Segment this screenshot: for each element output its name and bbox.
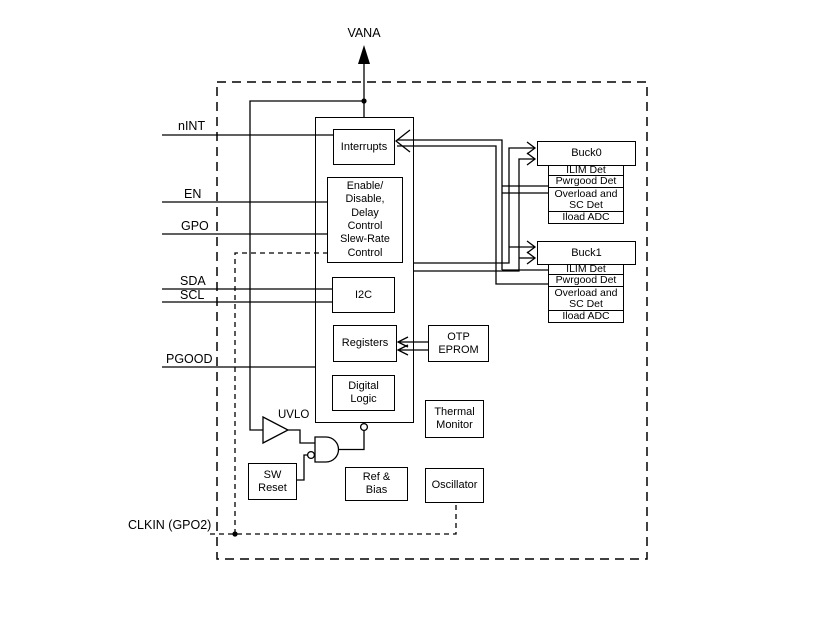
buck1-detectors: ILIM Det Pwrgood Det Overload and SC Det… bbox=[548, 263, 624, 324]
pin-gpo: GPO bbox=[181, 219, 209, 233]
pin-nint: nINT bbox=[178, 119, 206, 133]
buck0-title: Buck0 bbox=[571, 147, 602, 159]
enable-line: Slew-Rate bbox=[340, 233, 390, 246]
buck1-block: Buck1 bbox=[537, 241, 636, 265]
digital-logic-line: Digital bbox=[348, 380, 379, 392]
thermal-line: Monitor bbox=[436, 419, 473, 431]
thermal-monitor-block: Thermal Monitor bbox=[425, 400, 484, 438]
i2c-label: I2C bbox=[354, 288, 373, 301]
otp-line: EPROM bbox=[438, 343, 479, 356]
enable-line: Delay bbox=[351, 206, 379, 219]
registers-block: Registers bbox=[333, 325, 397, 362]
sw-reset-line: Reset bbox=[258, 481, 287, 494]
buck0-pwrgood-det: Pwrgood Det bbox=[548, 175, 624, 189]
gate-output-wire bbox=[338, 430, 365, 451]
digital-logic-block: Digital Logic bbox=[332, 375, 395, 411]
enable-line: Enable/ bbox=[346, 179, 384, 192]
pin-wires bbox=[162, 134, 333, 368]
thermal-line: Thermal bbox=[434, 406, 475, 418]
ref-bias-block: Ref & Bias bbox=[345, 467, 408, 501]
registers-label: Registers bbox=[341, 337, 389, 349]
otp-eprom-block: OTP EPROM bbox=[428, 325, 489, 362]
buck0-block: Buck0 bbox=[537, 141, 636, 166]
sw-reset-line: SW bbox=[263, 468, 282, 481]
oscillator-block: Oscillator bbox=[425, 468, 484, 503]
buck1-iload-adc: Iload ADC bbox=[548, 310, 624, 324]
clkin-junction-dot bbox=[232, 531, 238, 537]
buck0-overload-sc-det: Overload and SC Det bbox=[548, 186, 624, 213]
pin-en: EN bbox=[184, 187, 202, 201]
uvlo-label: UVLO bbox=[278, 409, 310, 421]
pin-sda: SDA bbox=[180, 274, 206, 288]
pin-clkin: CLKIN (GPO2) bbox=[128, 518, 212, 532]
enable-line: Control bbox=[347, 246, 383, 259]
gate-input-bubble bbox=[306, 450, 316, 460]
buck0-iload-adc: Iload ADC bbox=[548, 211, 624, 225]
oscillator-label: Oscillator bbox=[431, 479, 478, 491]
vana-label: VANA bbox=[347, 26, 381, 40]
digital-block-bubble bbox=[359, 422, 369, 432]
enable-line: Disable, bbox=[345, 193, 385, 206]
interrupts-label: Interrupts bbox=[340, 140, 388, 153]
ref-bias-line: Ref & bbox=[362, 471, 391, 483]
sw-reset-block: SW Reset bbox=[248, 463, 297, 500]
arrow-into-buck0-b bbox=[526, 152, 537, 166]
sw-reset-wire bbox=[297, 454, 308, 481]
digital-logic-line: Logic bbox=[350, 393, 377, 405]
enable-line: Control bbox=[347, 220, 383, 232]
arrow-into-buck0-a bbox=[526, 141, 537, 155]
ref-bias-line: Bias bbox=[365, 484, 388, 496]
buck1-overload-sc-det: Overload and SC Det bbox=[548, 285, 624, 312]
buck1-title: Buck1 bbox=[571, 246, 602, 259]
otp-line: OTP bbox=[447, 330, 470, 343]
buck0-detectors: ILIM Det Pwrgood Det Overload and SC Det… bbox=[548, 164, 624, 225]
arrow-into-buck1-b bbox=[526, 251, 537, 265]
i2c-block: I2C bbox=[332, 277, 395, 313]
enable-disable-block: Enable/ Disable, Delay Control Slew-Rate… bbox=[327, 177, 403, 263]
interrupt-bus bbox=[394, 129, 548, 285]
buck1-pwrgood-det: Pwrgood Det bbox=[548, 274, 624, 288]
pin-scl: SCL bbox=[180, 288, 205, 302]
interrupts-block: Interrupts bbox=[333, 129, 395, 165]
pin-pgood: PGOOD bbox=[166, 352, 213, 366]
enable-bus bbox=[414, 141, 537, 272]
arrow-into-buck1-a bbox=[526, 240, 537, 254]
